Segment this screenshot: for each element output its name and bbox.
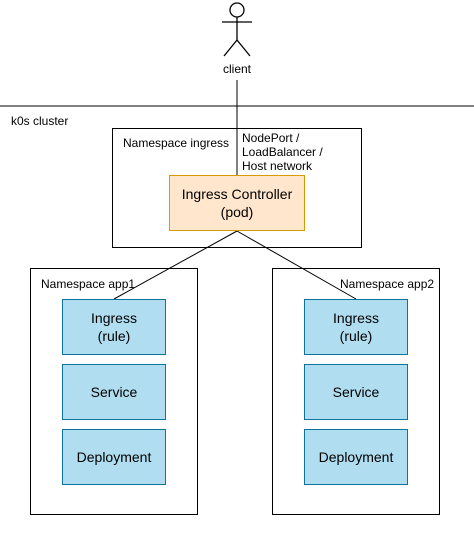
client-label: client xyxy=(223,62,252,76)
cluster-label: k0s cluster xyxy=(11,114,69,128)
app2-ingress-subtitle: (rule) xyxy=(339,328,373,344)
app2-service-label: Service xyxy=(332,384,380,400)
app1-ingress-subtitle: (rule) xyxy=(97,328,131,344)
app2-ingress-rule: Ingress (rule) xyxy=(304,299,408,355)
app1-ingress-rule: Ingress (rule) xyxy=(62,299,166,355)
namespace-app2-box xyxy=(272,268,440,515)
app1-service: Service xyxy=(62,364,166,420)
namespace-app1-box xyxy=(30,268,198,515)
namespace-ingress-label: Namespace ingress xyxy=(123,136,230,150)
app2-service: Service xyxy=(304,364,408,420)
namespace-app1-label: Namespace app1 xyxy=(41,277,136,291)
app2-deployment: Deployment xyxy=(304,429,408,485)
controller-to-app2-edge xyxy=(236,230,357,300)
namespace-app2-label: Namespace app2 xyxy=(340,277,435,291)
service-type-line-2: LoadBalancer / xyxy=(242,145,323,159)
service-type-line-1: NodePort / xyxy=(242,131,300,145)
namespace-ingress-box xyxy=(112,128,362,248)
app1-deployment-label: Deployment xyxy=(76,449,152,465)
ingress-controller-title: Ingress Controller xyxy=(181,186,293,202)
ingress-controller-subtitle: (pod) xyxy=(220,204,254,220)
app1-ingress-title: Ingress xyxy=(91,310,137,326)
controller-to-app1-edge xyxy=(113,230,238,300)
app2-deployment-label: Deployment xyxy=(318,449,394,465)
app2-ingress-title: Ingress xyxy=(333,310,379,326)
client-actor-icon xyxy=(222,2,252,57)
ingress-controller-pod: Ingress Controller (pod) xyxy=(169,175,305,231)
app1-deployment: Deployment xyxy=(62,429,166,485)
app1-service-label: Service xyxy=(90,384,138,400)
service-type-line-3: Host network xyxy=(242,159,313,173)
